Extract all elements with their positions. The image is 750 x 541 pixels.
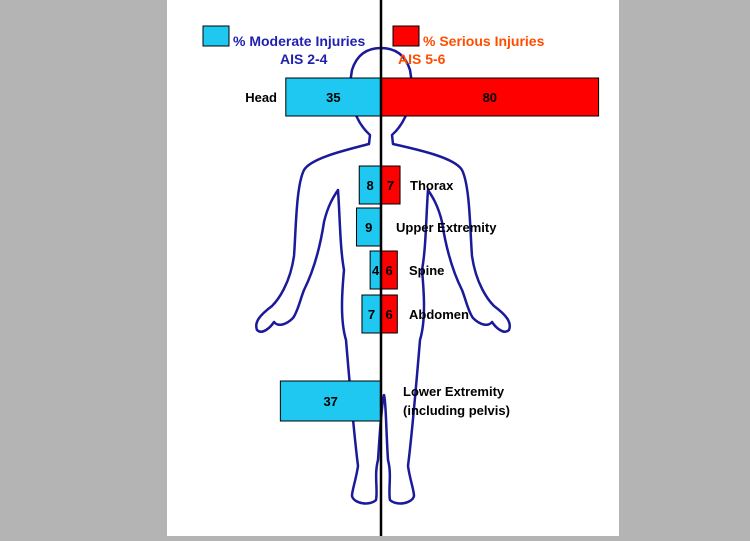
bar-moderate-value-spine: 4 xyxy=(372,263,380,278)
legend-serious-label: % Serious Injuries xyxy=(423,33,545,49)
legend-moderate-label: % Moderate Injuries xyxy=(233,33,365,49)
bar-serious-value-spine: 6 xyxy=(386,263,393,278)
bar-moderate-value-thorax: 8 xyxy=(367,178,374,193)
bar-serious-head xyxy=(380,77,600,117)
legend-moderate-sub: AIS 2-4 xyxy=(280,51,328,67)
legend-serious-sub: AIS 5-6 xyxy=(398,51,446,67)
legend: % Moderate Injuries AIS 2-4 % Serious In… xyxy=(202,25,545,67)
bar-moderate-head xyxy=(285,77,382,117)
legend-moderate-swatch xyxy=(202,25,230,47)
category-sublabel-lower-extremity: (including pelvis) xyxy=(403,403,510,418)
category-label-upper-extremity: Upper Extremity xyxy=(396,220,497,235)
category-label-thorax: Thorax xyxy=(410,178,454,193)
bar-moderate-value-abdomen: 7 xyxy=(368,307,375,322)
bar-moderate-value-upper-extremity: 9 xyxy=(365,220,372,235)
bar-moderate-upper-extremity xyxy=(356,207,382,247)
legend-serious-swatch xyxy=(392,25,420,47)
category-label-spine: Spine xyxy=(409,263,444,278)
bar-moderate-value-lower-extremity: 37 xyxy=(323,394,337,409)
bar-moderate-value-head: 35 xyxy=(326,90,340,105)
bar-serious-value-abdomen: 6 xyxy=(386,307,393,322)
category-label-abdomen: Abdomen xyxy=(409,307,469,322)
human-body-outline xyxy=(255,46,511,505)
category-label-lower-extremity: Lower Extremity xyxy=(403,384,505,399)
bar-serious-value-thorax: 7 xyxy=(387,178,394,193)
category-label-head: Head xyxy=(245,90,277,105)
bar-moderate-lower-extremity xyxy=(279,380,382,422)
bar-serious-value-head: 80 xyxy=(483,90,497,105)
